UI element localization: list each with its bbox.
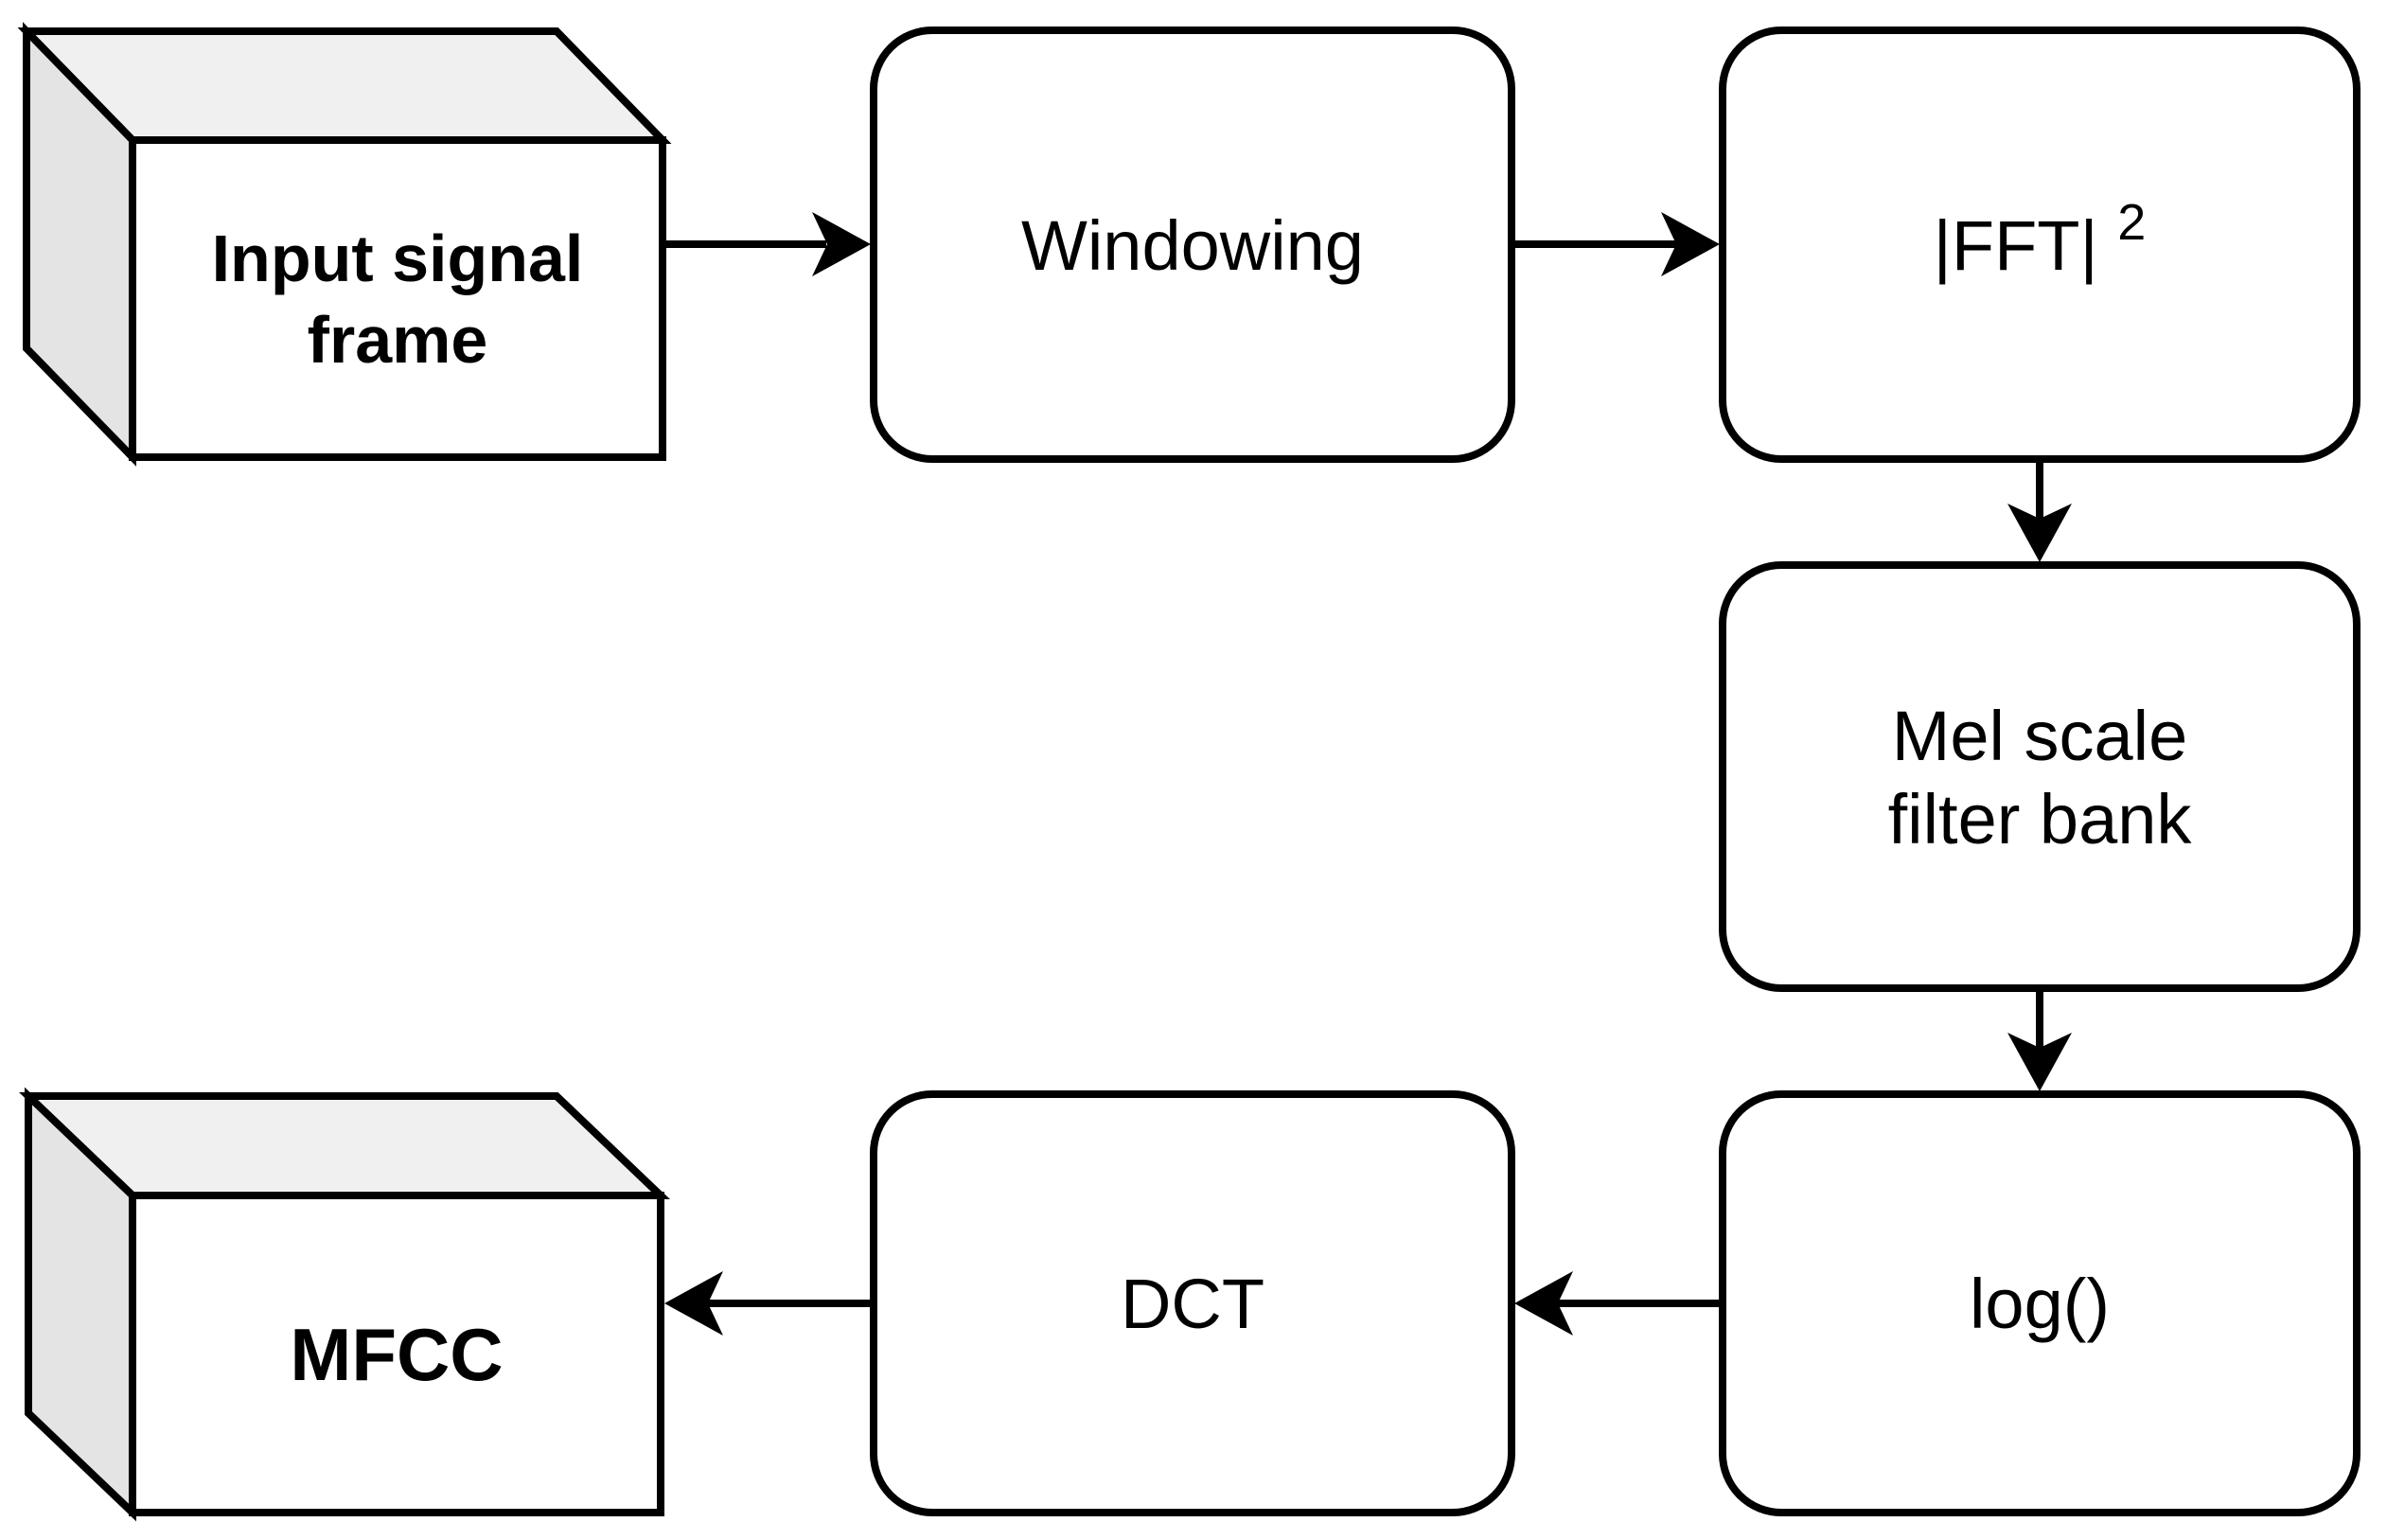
arrowhead-down-icon: [2007, 504, 2072, 562]
arrow-input-to-windowing: [663, 212, 871, 276]
arrow-dct-to-mfcc: [664, 1271, 874, 1336]
node-mfcc: MFCC: [19, 1087, 670, 1522]
fft-label-base: |FFT|: [1934, 206, 2098, 285]
arrowhead-left-icon: [664, 1271, 723, 1336]
mfcc-label: MFCC: [290, 1313, 503, 1396]
node-windowing: Windowing: [870, 27, 1515, 463]
node-log: log(): [1719, 1090, 2360, 1516]
input-label-line1: Input signal: [212, 221, 584, 295]
windowing-label: Windowing: [1021, 206, 1364, 285]
arrowhead-right-icon: [1661, 212, 1720, 276]
arrowhead-down-icon: [2007, 1033, 2072, 1091]
arrow-log-to-dct: [1514, 1271, 1723, 1336]
fft-label: |FFT| 2: [1934, 194, 2147, 285]
arrow-windowing-to-fft: [1512, 212, 1720, 276]
cube-top-face: [17, 27, 672, 144]
node-input-signal-frame: Input signal frame: [17, 22, 672, 467]
arrow-fft-to-mel: [2007, 459, 2072, 562]
node-mel-filter-bank: Mel scale filter bank: [1719, 561, 2360, 992]
arrowhead-right-icon: [812, 212, 871, 276]
node-dct: DCT: [870, 1090, 1515, 1516]
mel-box: [1719, 561, 2360, 992]
log-label: log(): [1970, 1265, 2110, 1343]
arrowhead-left-icon: [1514, 1271, 1573, 1336]
mel-label-line2: filter bank: [1888, 780, 2193, 859]
cube-front-face: [129, 136, 666, 461]
dct-label: DCT: [1121, 1265, 1264, 1343]
cube-top-face: [19, 1092, 670, 1199]
arrow-mel-to-log: [2007, 988, 2072, 1091]
input-label-line2: frame: [308, 303, 488, 377]
cube-front-face: [129, 1192, 664, 1516]
mel-label-line1: Mel scale: [1892, 697, 2188, 775]
node-fft: |FFT| 2: [1719, 27, 2360, 463]
fft-label-superscript: 2: [2117, 194, 2146, 251]
